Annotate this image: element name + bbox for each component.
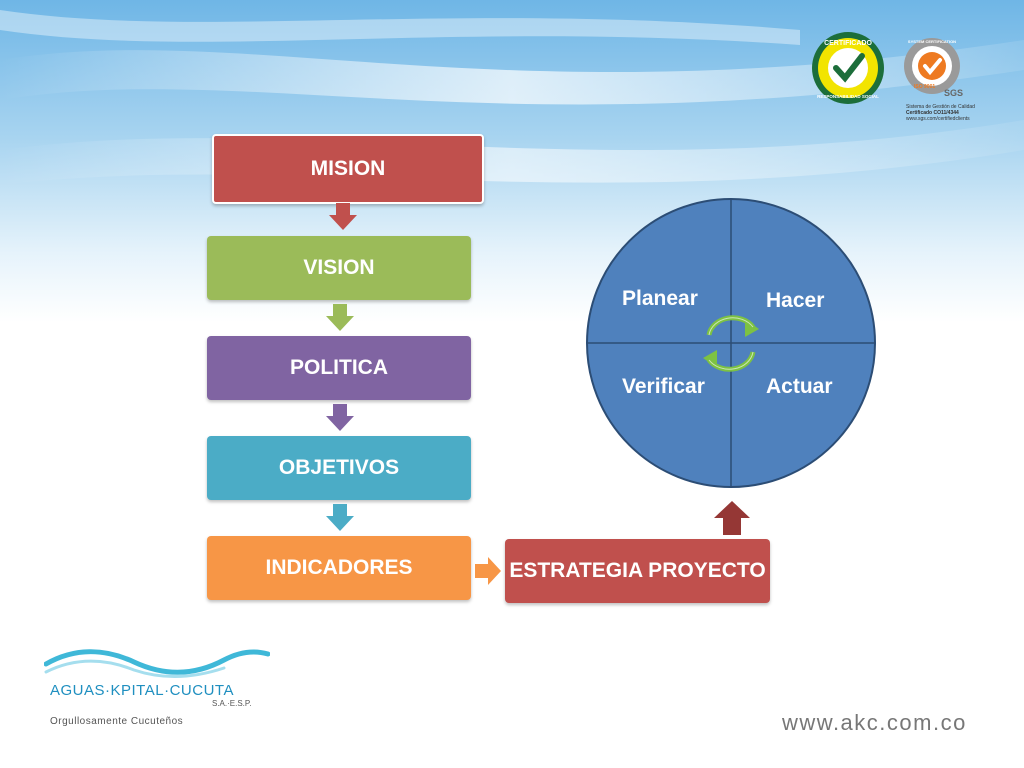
website-url: www.akc.com.co [782, 710, 967, 735]
cycle-arrows-icon [703, 315, 759, 372]
certificado-badge: CERTIFICADO RESPONSABILIDAD SOCIAL [812, 32, 884, 104]
sgs-badge: SYSTEM CERTIFICATION ISO 9001 SGS [904, 38, 963, 98]
actuar-label: Actuar [766, 375, 833, 398]
company-name: AGUAS·KPITAL·CUCUTA [50, 682, 234, 699]
certificado-top-text: CERTIFICADO [824, 40, 872, 47]
indicadores-box: INDICADORES [207, 536, 471, 600]
arrow-up [714, 501, 750, 535]
arrow-down-4 [326, 504, 354, 531]
sgs-name-text: SGS [944, 88, 963, 98]
company-suffix: S.A.·E.S.P. [212, 699, 252, 708]
mision-box: MISION [212, 134, 484, 204]
sgs-top-text: SYSTEM CERTIFICATION [908, 39, 956, 44]
arrow-down-3 [326, 404, 354, 431]
sgs-caption: Sistema de Gestión de Calidad Certificad… [906, 104, 986, 122]
estrategia-proyecto-box: ESTRATEGIA PROYECTO [505, 539, 770, 603]
sgs-caption-line-3: www.sgs.com/certifiedclients [906, 116, 970, 122]
vision-box: VISION [207, 236, 471, 300]
arrow-right [475, 557, 501, 585]
company-slogan: Orgullosamente Cucuteños [50, 716, 184, 727]
certificado-bottom-text: RESPONSABILIDAD SOCIAL [817, 94, 879, 99]
politica-box: POLITICA [207, 336, 471, 400]
verificar-label: Verificar [622, 375, 705, 398]
company-logo-waves-icon [44, 649, 270, 678]
sgs-caption-line-1: Sistema de Gestión de Calidad [906, 104, 975, 110]
sgs-caption-line-2: Certificado CO11/4344 [906, 110, 959, 116]
arrow-down-1 [329, 203, 357, 230]
sgs-iso-text: ISO 9001 [914, 84, 935, 90]
arrow-down-2 [326, 304, 354, 331]
hacer-label: Hacer [766, 289, 825, 312]
objetivos-box: OBJETIVOS [207, 436, 471, 500]
planear-label: Planear [622, 287, 698, 310]
pdca-cycle [586, 198, 876, 488]
